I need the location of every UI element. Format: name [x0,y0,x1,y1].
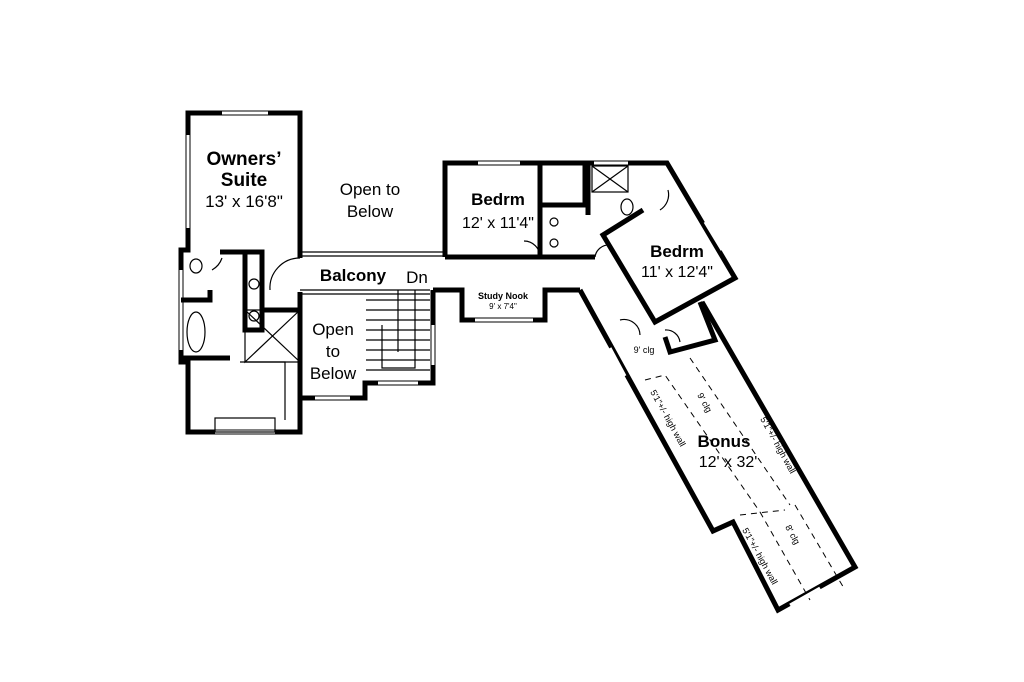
bonus-ceiling-lines [644,357,846,601]
bonus-size: 12' x 32' [699,454,758,471]
balcony-stair-walls [300,251,580,401]
owners-suite-size: 13' x 16'8" [205,192,283,211]
bonus-label: Bonus [698,432,751,451]
stair-treads [366,290,430,371]
wall-height-left-upper: 5'1"+/- high wall [648,388,687,448]
bedroom2-label: Bedrm [650,242,704,261]
open-to-below-lower: Open [312,320,354,339]
owners-suite-label-2: Suite [221,170,267,191]
open-to-below-lower-2: to [326,342,340,361]
bonus-ceiling-lower: 8' clg [783,523,802,546]
open-to-below-lower-3: Below [310,364,357,383]
open-to-below-upper: Open to [340,180,401,199]
bedroom-wing-walls [442,160,859,614]
owners-suite-walls [178,110,303,435]
study-nook-label: Study Nook [478,291,529,301]
bedroom1-label: Bedrm [471,190,525,209]
bedroom2-size: 11' x 12'4" [641,264,713,281]
bonus-ceiling-upper: 9' clg [695,391,714,414]
balcony-label: Balcony [320,266,387,285]
study-nook-size: 9' x 7'4" [489,302,517,311]
open-to-below-upper-2: Below [347,202,394,221]
stairs-down-label: Dn [406,268,428,287]
hall-ceiling-label: 9' clg [634,345,655,355]
bedroom1-size: 12' x 11'4" [462,215,534,232]
wall-height-right: 5'1"+/- high wall [758,415,797,475]
owners-suite-label: Owners’ [207,149,282,170]
